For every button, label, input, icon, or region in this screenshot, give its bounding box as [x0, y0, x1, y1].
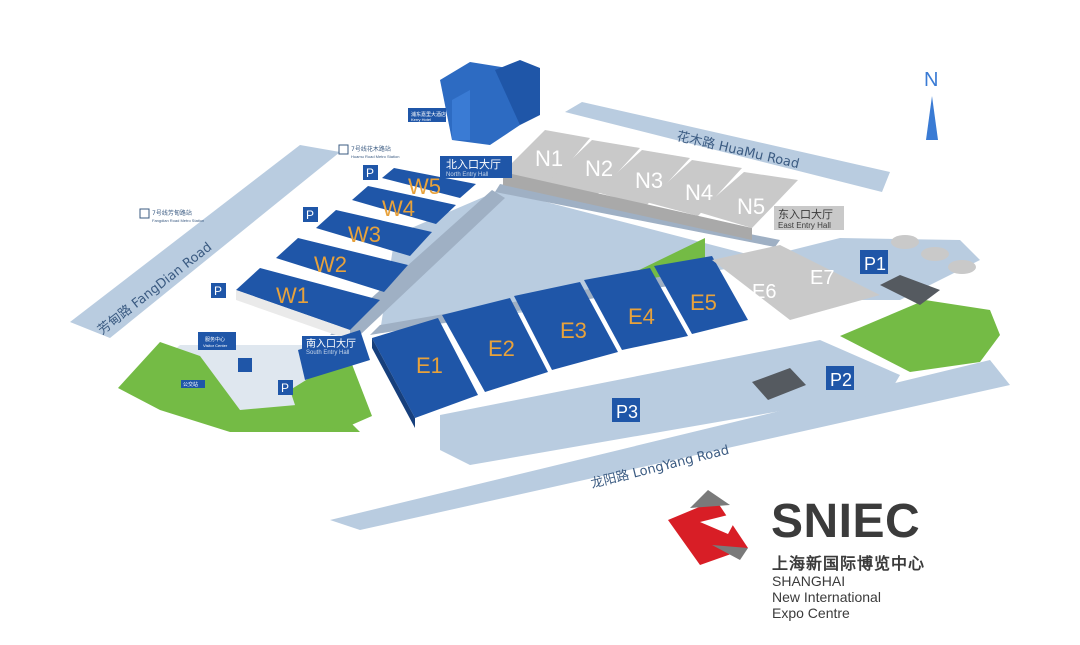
- grass-east: [840, 300, 1000, 372]
- hall-w4-label: W4: [382, 196, 415, 221]
- parking-p-c: P: [211, 283, 226, 298]
- parking-p-b-label: P: [306, 208, 314, 222]
- east-entry-en: East Entry Hall: [778, 221, 831, 230]
- bus-icon: [238, 358, 252, 372]
- south-entry-cn: 南入口大厅: [306, 337, 356, 350]
- longyang-road: [330, 360, 1010, 530]
- north-entry-box: [440, 156, 512, 178]
- hall-n3-label: N3: [635, 168, 663, 193]
- compass-needle-icon: [926, 96, 938, 140]
- hall-e7-label: E7: [810, 267, 834, 289]
- brand-english-name: SHANGHAI New International Expo Centre: [772, 573, 881, 621]
- north-walkway: [495, 184, 780, 247]
- fangdian-road-label: 芳甸路 FangDian Road: [95, 239, 216, 338]
- south-entry-box: [302, 336, 358, 356]
- fangdian-station: 7号线芳甸路站 Fangdian Road Metro Station: [139, 208, 204, 223]
- hall-n5-label: N5: [737, 194, 765, 219]
- east-halls: [372, 245, 880, 428]
- parking-p-c-label: P: [214, 284, 222, 298]
- hall-w5-label: W5: [408, 174, 441, 199]
- hotel-label: 浦东嘉里大酒店: [411, 111, 446, 118]
- parking-p3: P3: [612, 398, 640, 422]
- hall-e4-label: E4: [628, 304, 655, 329]
- ramp-1: [891, 235, 919, 249]
- fangdian-station-cn: 7号线芳甸路站: [152, 209, 192, 217]
- grass-south: [290, 354, 372, 430]
- hall-e1-label: E1: [416, 353, 443, 378]
- parking-p-a: P: [363, 165, 378, 180]
- east-entry-box: [774, 206, 844, 230]
- hall-n1-label: N1: [535, 146, 563, 171]
- north-entry-cn: 北入口大厅: [446, 157, 501, 171]
- north-halls: [503, 130, 798, 240]
- hotel-tower: [408, 60, 540, 145]
- fangdian-road: [70, 145, 340, 338]
- hall-e6-label: E6: [752, 281, 776, 303]
- visitor-center-box: [198, 332, 236, 350]
- hotel-label-en: Kerry Hotel: [411, 117, 431, 122]
- sniec-brand: SNIEC 上海新国际博览中心 SHANGHAI New Internation…: [668, 486, 998, 636]
- hall-w1-label: W1: [276, 283, 309, 308]
- huamu-station: 7号线花木路站 Huamu Road Metro Station: [338, 144, 399, 159]
- p1-building: [880, 275, 940, 305]
- huamu-station-en: Huamu Road Metro Station: [351, 154, 399, 159]
- parking-p2-label: P2: [830, 370, 852, 390]
- parking-p3-label: P3: [616, 402, 638, 422]
- hall-e2-label: E2: [488, 336, 515, 361]
- parking-p-d: P: [278, 380, 293, 395]
- parking-p-b: P: [303, 207, 318, 222]
- brand-chinese-name: 上海新国际博览中心: [772, 554, 926, 573]
- ramp-2: [921, 247, 949, 261]
- hall-e3-label: E3: [560, 318, 587, 343]
- parking-p1: P1: [860, 250, 888, 274]
- inner-plaza: [380, 190, 770, 332]
- north-entry-en: North Entry Hall: [446, 172, 488, 178]
- hall-n4-label: N4: [685, 180, 713, 205]
- brand-line-3: Expo Centre: [772, 605, 850, 621]
- p2-building: [752, 368, 806, 400]
- metro-icon: [338, 144, 349, 155]
- visitor-center-cn: 服务中心: [205, 336, 225, 343]
- hall-w3-label: W3: [348, 222, 381, 247]
- hall-n2-label: N2: [585, 156, 613, 181]
- sniec-logo-icon: [668, 490, 748, 565]
- brand-line-2: New International: [772, 589, 881, 605]
- visitor-center-en: Visitor Center: [203, 343, 228, 348]
- parking-p-d-label: P: [281, 381, 289, 395]
- brand-line-1: SHANGHAI: [772, 573, 846, 589]
- fangdian-station-en: Fangdian Road Metro Station: [152, 218, 204, 223]
- parking-p1-label: P1: [864, 254, 886, 274]
- parking-p2: P2: [826, 366, 854, 390]
- hall-e5-label: E5: [690, 290, 717, 315]
- east-entry-cn: 东入口大厅: [778, 207, 833, 221]
- brand-title: SNIEC: [771, 495, 921, 548]
- south-entry-en: South Entry Hall: [306, 350, 349, 356]
- west-halls: [236, 168, 476, 340]
- metro-icon-2: [139, 208, 150, 219]
- huamu-road: [565, 102, 890, 192]
- huamu-station-cn: 7号线花木路站: [351, 145, 391, 153]
- parking-p-a-label: P: [366, 166, 374, 180]
- bus-stop-label: 公交站: [183, 381, 198, 388]
- ramp-3: [948, 260, 976, 274]
- hall-w2-label: W2: [314, 252, 347, 277]
- compass-label: N: [924, 69, 938, 91]
